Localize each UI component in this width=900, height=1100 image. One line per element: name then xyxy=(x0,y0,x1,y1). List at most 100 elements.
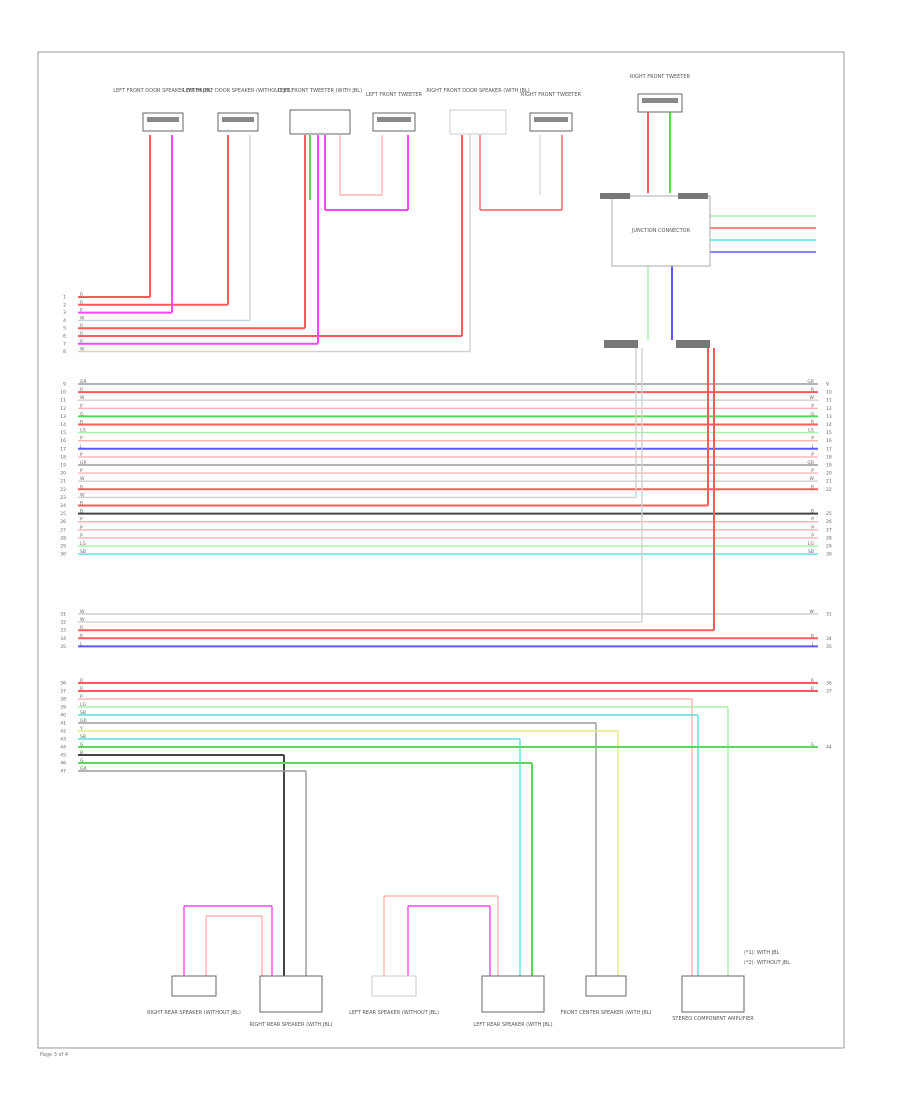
wire-number: 15 xyxy=(60,430,66,436)
wire-color-code: R xyxy=(80,633,83,639)
component-right-front-tweeter-2: RIGHT FRONT TWEETER xyxy=(630,74,690,113)
wire-color-code: R xyxy=(80,484,83,490)
wire-color-code: W xyxy=(80,315,85,321)
wire-end-number: 18 xyxy=(826,454,832,460)
wire-end-code: R xyxy=(811,686,814,692)
junction-label: JUNCTION CONNECTOR xyxy=(631,228,691,234)
wire-color-code: LG xyxy=(80,541,87,547)
wire-number: 17 xyxy=(60,446,66,452)
wire-number: 40 xyxy=(60,713,66,719)
page-number: Page 3 of 4 xyxy=(40,1052,68,1058)
component-front-center-speaker: FRONT CENTER SPEAKER (WITH JBL) xyxy=(560,975,652,1016)
component-stereo-component-amplifier: STEREO COMPONENT AMPLIFIER xyxy=(672,975,754,1022)
wire-number: 23 xyxy=(60,495,66,501)
wire-number: 3 xyxy=(63,310,66,316)
wire-number: 16 xyxy=(60,438,66,444)
component-label: LEFT FRONT DOOR SPEAKER (WITH JBL) xyxy=(113,88,213,94)
wire-number: 2 xyxy=(63,302,66,308)
wire-color-code: P xyxy=(80,308,83,314)
wire-color-code: SB xyxy=(80,549,86,555)
wire-end-number: 36 xyxy=(826,681,832,687)
wire-number: 27 xyxy=(60,527,66,533)
wire-end-code: LG xyxy=(808,541,815,547)
wire-color-code: P xyxy=(80,525,83,531)
wire-color-code: R xyxy=(80,300,83,306)
wire-end-number: 21 xyxy=(826,479,832,485)
wire-number: 41 xyxy=(60,721,66,727)
wire-number: 37 xyxy=(60,689,66,695)
wire-end-number: 35 xyxy=(826,644,832,650)
component-left-front-tweeter: LEFT FRONT TWEETER xyxy=(366,92,423,132)
wire-color-code: R xyxy=(80,501,83,507)
component-label: LEFT REAR SPEAKER (WITHOUT JBL) xyxy=(349,1010,439,1016)
wire-color-code: B xyxy=(80,509,83,515)
component-label: RIGHT REAR SPEAKER (WITH JBL) xyxy=(249,1022,332,1028)
wire-end-code: G xyxy=(811,411,815,417)
wire-end-code: G xyxy=(811,742,815,748)
wire-number: 43 xyxy=(60,737,66,743)
wire-number: 8 xyxy=(63,349,66,355)
wire-number: 24 xyxy=(60,503,66,509)
wire-color-code: R xyxy=(80,625,83,631)
wire-number: 29 xyxy=(60,544,66,550)
wire-color-code: SB xyxy=(80,734,86,740)
wire-end-number: 28 xyxy=(826,535,832,541)
wire-color-code: L xyxy=(80,444,83,450)
component-label: LEFT FRONT TWEETER xyxy=(366,92,423,98)
wire-end-code: P xyxy=(811,403,814,409)
wire-color-code: R xyxy=(80,323,83,329)
wire-number: 39 xyxy=(60,705,66,711)
wire-end-code: L xyxy=(811,641,814,647)
wire-number: 35 xyxy=(60,644,66,650)
wire-color-code: Y xyxy=(79,726,83,732)
wire-end-code: R xyxy=(811,633,814,639)
wire-end-number: 15 xyxy=(826,430,832,436)
wire-color-code: R xyxy=(80,678,83,684)
wire-number: 19 xyxy=(60,463,66,469)
legend-note-2: (*2): WITHOUT JBL xyxy=(744,960,790,966)
component-label: LEFT FRONT DOOR SPEAKER (WITHOUT JBL) xyxy=(183,88,293,94)
wire-end-code: P xyxy=(811,533,814,539)
wire-color-code: W xyxy=(80,492,85,498)
wire-end-code: P xyxy=(811,525,814,531)
wire-number: 45 xyxy=(60,753,66,759)
wire-number: 10 xyxy=(60,390,66,396)
wire-end-number: 19 xyxy=(826,463,832,469)
component-label: STEREO COMPONENT AMPLIFIER xyxy=(672,1016,754,1022)
wire-number: 36 xyxy=(60,681,66,687)
wire-color-code: W xyxy=(80,617,85,623)
wire-end-number: 37 xyxy=(826,689,832,695)
wire-end-number: 27 xyxy=(826,527,832,533)
wire-color-code: P xyxy=(80,533,83,539)
wire-color-code: G xyxy=(80,742,84,748)
wire-end-code: W xyxy=(810,609,815,615)
component-label: LEFT FRONT TWEETER (WITH JBL) xyxy=(278,88,362,94)
diagram-border xyxy=(37,51,845,1049)
wire-color-code: GR xyxy=(80,718,87,724)
wire-layer xyxy=(78,112,818,976)
wire-end-code: R xyxy=(811,420,814,426)
wire-end-number: 44 xyxy=(826,745,832,751)
wire-end-code: R xyxy=(811,387,814,393)
wire-color-code: W xyxy=(80,476,85,482)
wire-end-code: GR xyxy=(807,460,814,466)
component-left-rear-speaker-jbl: LEFT REAR SPEAKER (WITH JBL) xyxy=(473,975,553,1028)
wire-end-number: 30 xyxy=(826,552,832,558)
wire-color-code: P xyxy=(80,694,83,700)
wire-color-code: LG xyxy=(80,702,87,708)
wire-number: 31 xyxy=(60,612,66,618)
wire-number: 4 xyxy=(63,318,66,324)
wire-color-code: GR xyxy=(80,766,87,772)
wire-color-code: R xyxy=(80,686,83,692)
wire-color-code: GR xyxy=(80,379,87,385)
wire-end-code: GR xyxy=(807,379,814,385)
wire-number: 18 xyxy=(60,454,66,460)
component-label: FRONT CENTER SPEAKER (WITH JBL) xyxy=(560,1010,651,1016)
wire-end-number: 12 xyxy=(826,406,832,412)
component-label: RIGHT REAR SPEAKER (WITHOUT JBL) xyxy=(147,1010,241,1016)
wire-color-code: SB xyxy=(80,710,86,716)
wire-color-code: L xyxy=(80,641,83,647)
wire-color-code: P xyxy=(80,517,83,523)
wire-color-code: W xyxy=(80,395,85,401)
wire-number: 6 xyxy=(63,334,66,340)
